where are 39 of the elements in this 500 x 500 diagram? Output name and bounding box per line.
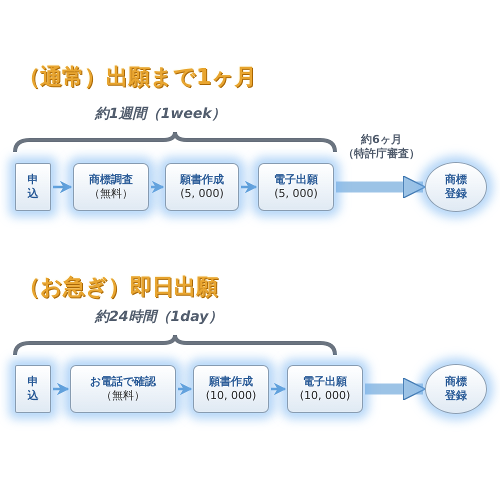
step-title: お電話で確認 bbox=[90, 375, 156, 389]
step-box bbox=[165, 163, 239, 211]
result-ellipse bbox=[425, 162, 487, 212]
step-detail: (10, 000) bbox=[300, 389, 350, 403]
arrow bbox=[178, 382, 192, 396]
arrow bbox=[336, 175, 426, 199]
step-title: 申込 bbox=[28, 374, 38, 404]
arrow bbox=[151, 180, 164, 194]
arrow bbox=[53, 382, 70, 396]
step-detail: (5, 000) bbox=[274, 187, 318, 201]
duration-label: 約1週間（1week） bbox=[95, 105, 226, 123]
step-detail: （無料） bbox=[89, 187, 133, 201]
step-detail: (5, 000) bbox=[180, 187, 224, 201]
step-detail: （無料） bbox=[101, 389, 145, 403]
step-box bbox=[258, 163, 334, 211]
step-title: 電子出願 bbox=[303, 375, 347, 389]
arrow bbox=[241, 180, 258, 194]
result-ellipse bbox=[425, 364, 487, 414]
step-title: 願書作成 bbox=[209, 375, 253, 389]
step-title: 願書作成 bbox=[180, 173, 224, 187]
duration-label: 約24時間（1day） bbox=[95, 308, 222, 326]
edge-label: 約6ヶ月（特許庁審査） bbox=[342, 133, 421, 162]
step-box bbox=[193, 365, 269, 413]
arrow bbox=[53, 180, 72, 194]
step-box bbox=[15, 163, 51, 211]
step-box bbox=[70, 365, 176, 413]
step-box bbox=[15, 365, 51, 413]
step-box bbox=[73, 163, 149, 211]
arrow bbox=[271, 382, 286, 396]
step-box bbox=[287, 365, 363, 413]
step-title: 電子出願 bbox=[274, 173, 318, 187]
step-title: 申込 bbox=[28, 172, 38, 202]
step-title: 商標登録 bbox=[444, 173, 468, 201]
step-title: 商標登録 bbox=[444, 375, 468, 403]
step-detail: (10, 000) bbox=[206, 389, 256, 403]
section-heading: （通常）出願まで1ヶ月 bbox=[18, 64, 256, 92]
step-title: 商標調査 bbox=[89, 173, 133, 187]
section-heading: （お急ぎ）即日出願 bbox=[18, 274, 218, 302]
arrow bbox=[365, 377, 426, 401]
